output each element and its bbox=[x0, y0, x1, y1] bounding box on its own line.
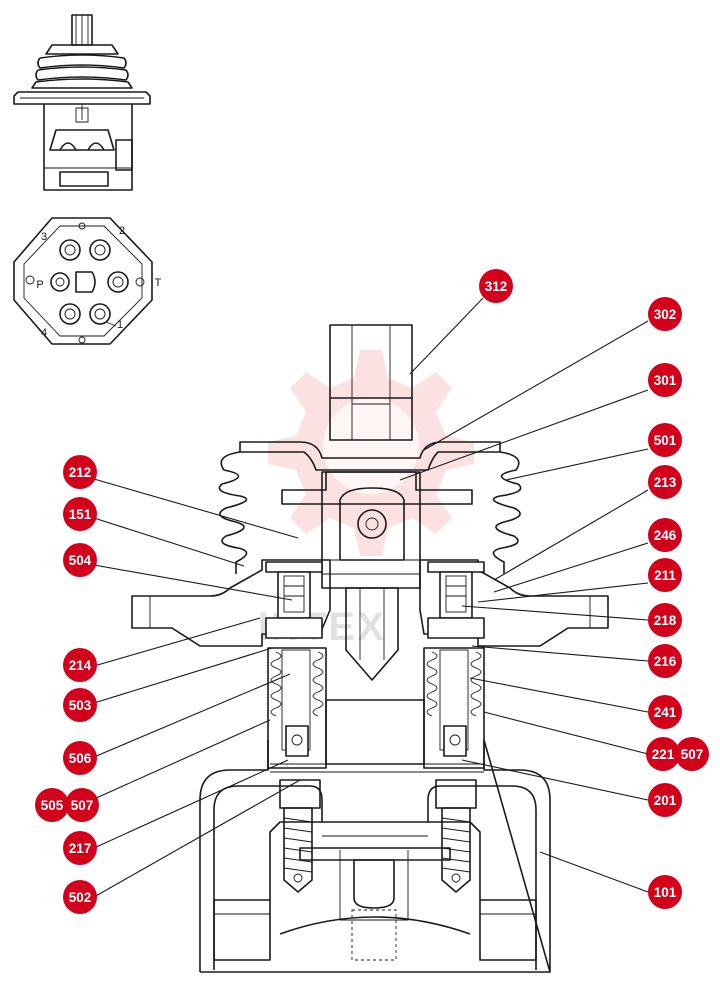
svg-text:216: 216 bbox=[654, 654, 677, 669]
svg-text:213: 213 bbox=[654, 475, 677, 490]
callout-501: 501 bbox=[648, 423, 682, 457]
svg-text:301: 301 bbox=[654, 373, 677, 388]
callout-101: 101 bbox=[648, 875, 682, 909]
port-label-3: 3 bbox=[41, 231, 47, 243]
svg-text:312: 312 bbox=[485, 279, 508, 294]
port-label-2: 2 bbox=[119, 225, 125, 237]
port-bottom-view bbox=[13, 217, 153, 345]
callout-221: 221 bbox=[646, 737, 680, 771]
callout-507-left: 507 bbox=[65, 788, 99, 822]
svg-text:221: 221 bbox=[652, 747, 675, 762]
svg-text:211: 211 bbox=[654, 568, 676, 583]
svg-text:101: 101 bbox=[654, 885, 677, 900]
callout-505: 505 bbox=[35, 788, 69, 822]
svg-text:151: 151 bbox=[69, 507, 92, 522]
port-label-4: 4 bbox=[41, 327, 47, 339]
svg-text:503: 503 bbox=[69, 698, 92, 713]
port-label-1: 1 bbox=[117, 319, 123, 331]
leader-lines bbox=[93, 297, 649, 898]
callout-201: 201 bbox=[648, 783, 682, 817]
svg-text:214: 214 bbox=[69, 658, 92, 673]
callout-504: 504 bbox=[63, 543, 97, 577]
callout-218: 218 bbox=[648, 603, 682, 637]
callout-212: 212 bbox=[63, 455, 97, 489]
callout-217: 217 bbox=[63, 831, 97, 865]
svg-text:241: 241 bbox=[654, 705, 677, 720]
svg-text:501: 501 bbox=[654, 433, 677, 448]
svg-text:302: 302 bbox=[654, 307, 677, 322]
callout-246: 246 bbox=[648, 518, 682, 552]
svg-text:502: 502 bbox=[69, 890, 92, 905]
callout-241: 241 bbox=[648, 695, 682, 729]
svg-text:507: 507 bbox=[681, 747, 704, 762]
svg-text:201: 201 bbox=[654, 793, 677, 808]
callout-151: 151 bbox=[63, 497, 97, 531]
svg-text:217: 217 bbox=[69, 841, 92, 856]
callout-214: 214 bbox=[63, 648, 97, 682]
callout-301: 301 bbox=[648, 363, 682, 397]
callout-213: 213 bbox=[648, 465, 682, 499]
callout-503: 503 bbox=[63, 688, 97, 722]
joystick-side-view bbox=[13, 14, 151, 191]
port-label-p: P bbox=[36, 279, 43, 291]
callout-211: 211 bbox=[648, 558, 682, 592]
svg-text:505: 505 bbox=[41, 798, 64, 813]
callout-302: 302 bbox=[648, 297, 682, 331]
port-labels: 3 2 P T 4 1 bbox=[36, 225, 161, 339]
callout-216: 216 bbox=[648, 644, 682, 678]
callout-312: 312 bbox=[479, 269, 513, 303]
svg-text:212: 212 bbox=[69, 465, 92, 480]
valve-cross-section bbox=[131, 324, 609, 973]
port-label-t: T bbox=[155, 277, 162, 289]
svg-text:246: 246 bbox=[654, 528, 677, 543]
callout-502: 502 bbox=[63, 880, 97, 914]
callout-506: 506 bbox=[63, 741, 97, 775]
svg-text:507: 507 bbox=[71, 798, 94, 813]
svg-text:506: 506 bbox=[69, 751, 92, 766]
svg-text:504: 504 bbox=[69, 553, 92, 568]
svg-text:218: 218 bbox=[654, 613, 677, 628]
callout-507-right: 507 bbox=[675, 737, 709, 771]
